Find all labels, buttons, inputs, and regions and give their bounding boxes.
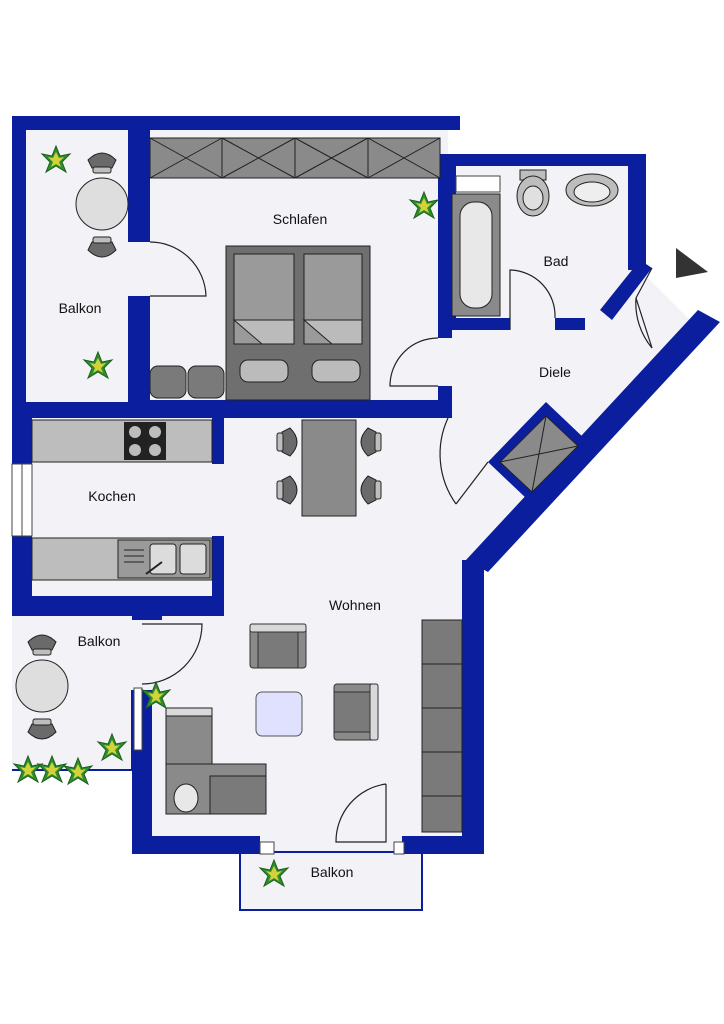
balkon-s-door-left: [259, 841, 275, 855]
sofa-icon: [165, 707, 267, 815]
door-schlafen-diele: [389, 337, 439, 387]
room-label-balkon-nw: Balkon: [59, 300, 102, 316]
balkon-nw-table-icon: [75, 177, 129, 231]
balkon-sw-table-icon: [15, 659, 69, 713]
room-label-schlafen: Schlafen: [273, 211, 327, 227]
wall-bad-bottom: [448, 318, 510, 330]
balkon-nw-floor: [26, 130, 128, 402]
pouf-right: [187, 365, 225, 399]
balkon-s-door-right: [393, 841, 405, 855]
kitchen-sink-icon: [117, 539, 211, 579]
wall-left-top: [12, 116, 26, 406]
wall-balkon-sw-top: [132, 612, 162, 620]
kitchen-counter-top: [31, 419, 213, 463]
wall-balkon-schlafen-lower: [128, 296, 150, 406]
wall-bottom-right: [402, 836, 484, 854]
coffee-table-icon: [255, 691, 303, 737]
wardrobe: [149, 137, 441, 179]
wall-kochen-bottom: [12, 596, 224, 616]
room-label-bad: Bad: [544, 253, 569, 269]
dining-table-icon: [301, 419, 357, 517]
wall-schlafen-right-lower: [438, 386, 452, 408]
room-label-wohnen: Wohnen: [329, 597, 381, 613]
room-label-balkon-sw: Balkon: [78, 633, 121, 649]
wall-diagonal-lower: [600, 260, 652, 320]
bathtub-icon: [451, 193, 501, 317]
door-diele-wohnen: [439, 417, 457, 505]
door-diele-wohnen-leaf: [455, 461, 489, 505]
armchair-icon: [333, 683, 379, 741]
bad-window: [455, 175, 501, 193]
room-label-kochen: Kochen: [88, 488, 135, 504]
balkon-sw-door-frame: [133, 687, 143, 751]
wall-bad-right: [628, 154, 646, 270]
diele-cabinet: [499, 415, 579, 493]
door-balkon-s: [335, 783, 387, 843]
compass-arrow-icon: [676, 248, 708, 278]
toilet-icon: [516, 169, 550, 217]
door-balkon-sw: [141, 623, 203, 685]
armchair-icon: [249, 623, 307, 669]
wall-bottom-left: [132, 836, 260, 854]
tv-sideboard: [421, 619, 463, 833]
wall-kochen-right: [212, 418, 224, 464]
wall-top: [12, 116, 460, 130]
wall-kochen-right-lower: [212, 536, 224, 608]
wall-top-right: [440, 154, 646, 166]
wall-right: [462, 560, 484, 854]
stove-icon: [124, 422, 166, 460]
room-label-balkon-s: Balkon: [311, 864, 354, 880]
wall-schlafen-bottom: [12, 400, 452, 418]
door-entrance: [635, 267, 653, 349]
wall-balkon-schlafen: [128, 128, 150, 242]
sink-icon: [565, 173, 619, 207]
door-bad: [509, 269, 556, 330]
pouf-left: [149, 365, 187, 399]
wall-diagonal: [466, 310, 720, 572]
wall-bad-bottom-right: [555, 318, 585, 330]
room-label-diele: Diele: [539, 364, 571, 380]
door-balkon-schlafen: [149, 241, 207, 297]
bed-icon: [225, 245, 371, 401]
